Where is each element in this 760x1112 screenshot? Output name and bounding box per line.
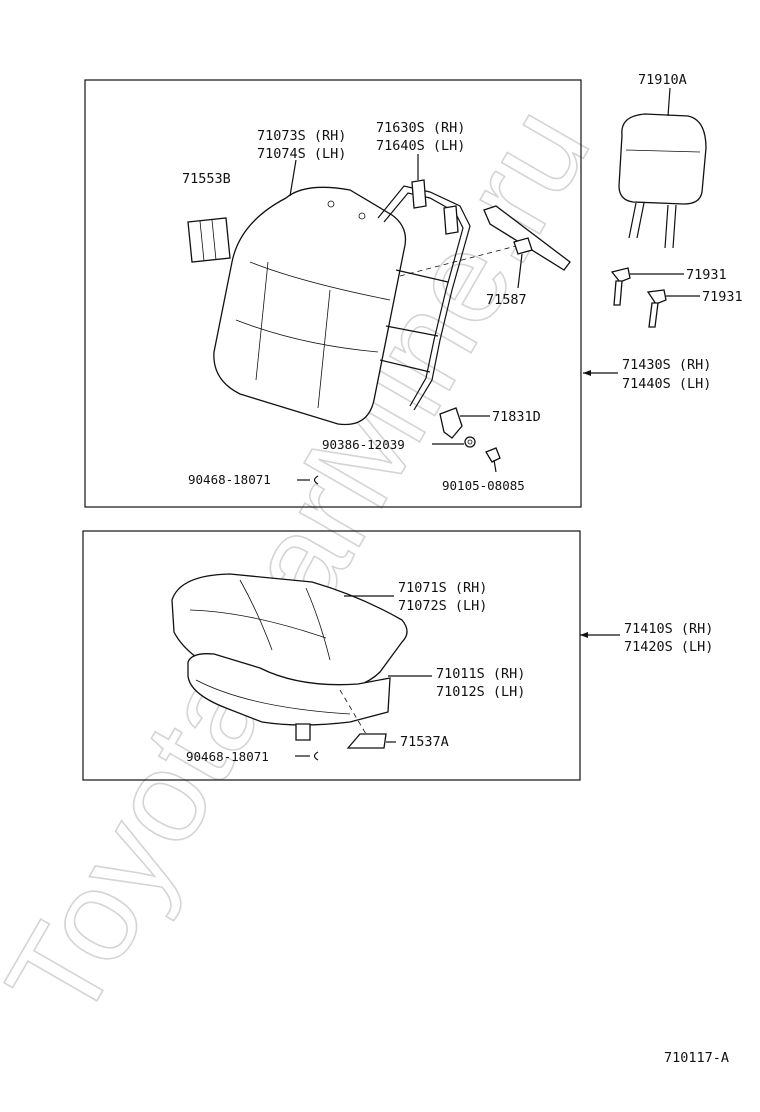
seatback-cover[interactable] xyxy=(213,186,407,426)
cushion-pad-label: 71537A xyxy=(400,734,449,750)
seatback-hog-ring-label: 90468-18071 xyxy=(188,472,271,487)
cushion-hog-ring-label: 90468-18071 xyxy=(186,749,269,764)
cushion-frame-lh-label: 71012S (LH) xyxy=(436,684,525,700)
bracket-leader xyxy=(517,253,523,289)
seatback-cover-lh-label: 71074S (LH) xyxy=(257,146,346,162)
nut-hole xyxy=(467,439,473,445)
seatback-cover-leader xyxy=(289,159,297,197)
cushion-cover-lh-label: 71072S (LH) xyxy=(398,598,487,614)
bracket-dashed-guide xyxy=(399,245,517,277)
seatback-frame-rh-label: 71630S (RH) xyxy=(376,120,465,136)
headrest-support-2[interactable] xyxy=(646,289,667,328)
seatback-frame[interactable] xyxy=(377,179,471,411)
cushion-assembly-arrow xyxy=(580,632,588,638)
cushion-frame[interactable] xyxy=(187,653,391,741)
seatback-cover-rh-label: 71073S (RH) xyxy=(257,128,346,144)
cushion-frame-rh-label: 71011S (RH) xyxy=(436,666,525,682)
bracket[interactable] xyxy=(483,205,571,271)
bolt[interactable] xyxy=(485,447,501,473)
seatback-pad[interactable] xyxy=(187,217,231,263)
seatback-assembly-lh-label: 71440S (LH) xyxy=(622,376,711,392)
seatback-pad-label: 71553B xyxy=(182,171,231,187)
seatback-assembly-arrow xyxy=(583,370,591,376)
nut[interactable] xyxy=(464,436,476,448)
cushion-hog-ring[interactable] xyxy=(313,751,319,761)
seatback-assembly-rh-label: 71430S (RH) xyxy=(622,357,711,373)
bolt-label: 90105-08085 xyxy=(442,478,525,493)
headrest-support-1-label: 71931 xyxy=(686,267,727,283)
seatback-hog-ring[interactable] xyxy=(313,475,319,485)
cushion-assembly-lh-label: 71420S (LH) xyxy=(624,639,713,655)
headrest-support-2-label: 71931 xyxy=(702,289,743,305)
seatback-group-frame xyxy=(84,79,582,508)
bracket-label: 71587 xyxy=(486,292,527,308)
seatback-frame-lh-label: 71640S (LH) xyxy=(376,138,465,154)
headrest[interactable] xyxy=(618,113,707,249)
headrest-leader xyxy=(667,87,671,117)
headrest-label: 71910A xyxy=(638,72,687,88)
cushion-group-frame xyxy=(82,530,581,781)
diagram-code: 710117-A xyxy=(664,1050,729,1066)
cushion-assembly-rh-label: 71410S (RH) xyxy=(624,621,713,637)
cushion-cover-rh-label: 71071S (RH) xyxy=(398,580,487,596)
headrest-support-1[interactable] xyxy=(610,267,631,306)
clip-label: 71831D xyxy=(492,409,541,425)
nut-label: 90386-12039 xyxy=(322,437,405,452)
cushion-pad[interactable] xyxy=(346,733,387,749)
clip[interactable] xyxy=(439,407,463,439)
